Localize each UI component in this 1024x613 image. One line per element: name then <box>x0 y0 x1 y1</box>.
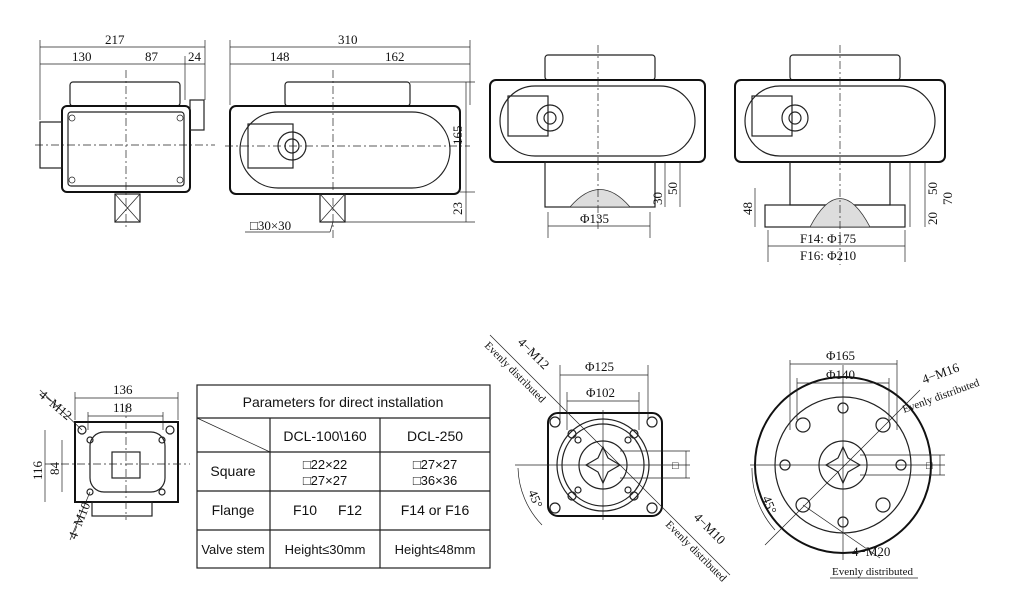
cell: Height≤30mm <box>285 542 366 557</box>
dim-23: 23 <box>450 202 465 215</box>
f10-view: Φ135 30 50 <box>489 45 706 238</box>
cell: □36×36 <box>413 473 457 488</box>
dim-phi165: Φ165 <box>826 348 855 363</box>
dim-118: 118 <box>113 400 132 415</box>
f14-view: F14: Φ175 F16: Φ210 50 70 20 48 <box>734 45 955 265</box>
label-4-m16: 4−M16 <box>920 359 962 386</box>
angle-45: 45° <box>759 494 780 516</box>
table-header-dcl-100-160: DCL-100\160 <box>283 428 366 444</box>
label-4-m20: 4−M20 <box>852 544 890 559</box>
cell: □27×27 <box>413 457 457 472</box>
table-title: Parameters for direct installation <box>243 394 444 410</box>
square-symbol: □ <box>926 460 933 472</box>
dim-f14-phi175: F14: Φ175 <box>800 231 856 246</box>
bottom-view: 136 118 116 84 4−M12 4−M10 <box>30 382 190 541</box>
label-evenly-distributed: Evenly distributed <box>832 566 913 578</box>
cell: □27×27 <box>303 473 347 488</box>
dim-48: 48 <box>740 202 755 215</box>
front-view: 310 148 162 165 23 □30×30 <box>225 32 475 240</box>
row-label-square: Square <box>210 463 255 479</box>
cell: F10 <box>293 502 317 518</box>
label-4-m12: 4−M12 <box>36 387 75 423</box>
cell: □22×22 <box>303 457 347 472</box>
flange-f10-f12: Φ125 Φ102 □ 45° 4−M12 Evenly distributed… <box>482 335 731 585</box>
dim-217: 217 <box>105 32 125 47</box>
dim-136: 136 <box>113 382 133 397</box>
table-header-dcl-250: DCL-250 <box>407 428 463 444</box>
dim-50: 50 <box>665 182 680 195</box>
dim-30: 30 <box>650 192 665 205</box>
label-evenly-distributed: Evenly distributed <box>901 377 982 416</box>
dim-24: 24 <box>188 49 202 64</box>
dim-phi125: Φ125 <box>585 359 614 374</box>
dim-70: 70 <box>940 192 955 205</box>
row-label-flange: Flange <box>212 502 255 518</box>
dim-116: 116 <box>30 460 45 480</box>
dim-20: 20 <box>925 212 940 225</box>
cell: F12 <box>338 502 362 518</box>
cell: Height≤48mm <box>395 542 476 557</box>
square-symbol: □ <box>672 460 679 472</box>
dim-phi140: Φ140 <box>826 367 855 382</box>
dim-165: 165 <box>450 126 465 146</box>
angle-45: 45° <box>525 488 546 510</box>
dim-130: 130 <box>72 49 92 64</box>
dim-84: 84 <box>47 462 62 476</box>
dim-square-30: □30×30 <box>250 218 291 233</box>
row-label-valve-stem: Valve stem <box>201 542 264 557</box>
dim-310: 310 <box>338 32 358 47</box>
parameters-table: Parameters for direct installation DCL-1… <box>196 384 491 569</box>
dim-50: 50 <box>925 182 940 195</box>
dim-162: 162 <box>385 49 405 64</box>
flange-f14-f16: Φ165 Φ140 □ 45° 4−M16 Evenly distributed… <box>750 348 982 579</box>
cell: F14 or F16 <box>401 502 470 518</box>
dim-phi135: Φ135 <box>580 211 609 226</box>
dim-148: 148 <box>270 49 290 64</box>
label-4-m10: 4−M10 <box>65 500 93 541</box>
dim-phi102: Φ102 <box>586 385 615 400</box>
dim-f16-phi210: F16: Φ210 <box>800 248 856 263</box>
label-4-m12: 4−M12 <box>515 335 553 373</box>
dim-87: 87 <box>145 49 159 64</box>
side-view: 217 130 87 24 <box>35 32 215 230</box>
